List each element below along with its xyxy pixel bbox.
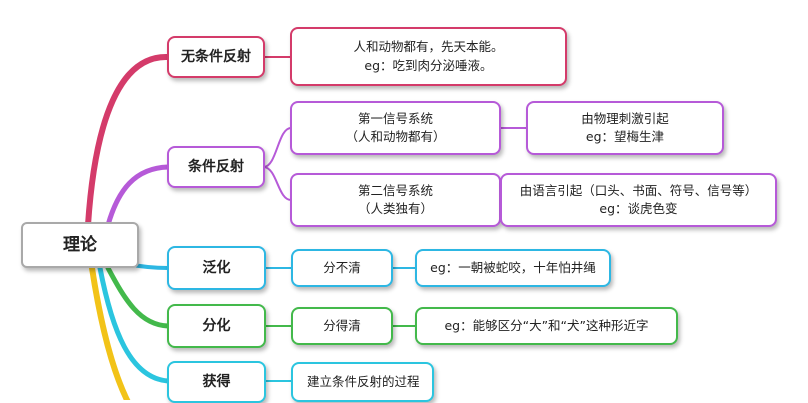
- detail-line: 由语言引起（口头、书面、符号、信号等）: [519, 182, 758, 198]
- link-root-conditioned: [105, 164, 171, 228]
- detail-line: eg：吃到肉分泌唾液。: [364, 57, 493, 73]
- link-root-offscreen: [89, 265, 131, 400]
- node-acquisition-sub[interactable]: 建立条件反射的过程: [291, 362, 434, 402]
- node-differentiation-sub[interactable]: 分得清: [291, 307, 393, 345]
- node-generalization-sub[interactable]: 分不清: [291, 249, 393, 287]
- root-node[interactable]: 理论: [21, 222, 139, 268]
- node-first-signal-detail[interactable]: 由物理刺激引起 eg：望梅生津: [526, 101, 724, 155]
- node-label: 条件反射: [188, 158, 244, 175]
- detail-line: 人和动物都有，先天本能。: [353, 39, 504, 55]
- link-root-differentiation: [105, 265, 171, 329]
- node-differentiation-detail[interactable]: eg：能够区分“大”和“犬”这种形近字: [415, 307, 678, 345]
- node-conditioned-reflex[interactable]: 条件反射: [167, 146, 265, 188]
- node-line: 建立条件反射的过程: [307, 373, 420, 389]
- node-line: （人类独有）: [357, 201, 433, 216]
- node-line: （人和动物都有）: [345, 129, 446, 144]
- link-root-acquisition: [97, 265, 171, 384]
- node-line: 分不清: [323, 259, 361, 275]
- node-second-signal-detail[interactable]: 由语言引起（口头、书面、符号、信号等） eg：谈虎色变: [500, 173, 777, 227]
- detail-line: eg：一朝被蛇咬，十年怕井绳: [430, 259, 596, 275]
- node-label: 无条件反射: [181, 48, 251, 65]
- link-conditioned-first: [263, 127, 292, 168]
- node-unconditioned-reflex[interactable]: 无条件反射: [167, 36, 265, 78]
- node-line: 分得清: [323, 317, 361, 333]
- detail-line: eg：能够区分“大”和“犬”这种形近字: [444, 317, 649, 333]
- node-label: 分化: [202, 317, 231, 334]
- node-label: 泛化: [202, 259, 231, 276]
- node-label: 获得: [202, 373, 231, 390]
- root-label: 理论: [63, 234, 97, 255]
- node-generalization[interactable]: 泛化: [167, 246, 266, 290]
- link-conditioned-second: [263, 166, 292, 201]
- detail-line: eg：谈虎色变: [599, 201, 678, 216]
- node-unconditioned-detail[interactable]: 人和动物都有，先天本能。 eg：吃到肉分泌唾液。: [290, 27, 567, 86]
- node-generalization-detail[interactable]: eg：一朝被蛇咬，十年怕井绳: [415, 249, 611, 287]
- node-second-signal-system[interactable]: 第二信号系统 （人类独有）: [290, 173, 501, 227]
- node-acquisition[interactable]: 获得: [167, 361, 266, 403]
- node-differentiation[interactable]: 分化: [167, 304, 266, 348]
- detail-line: 由物理刺激引起: [581, 110, 669, 126]
- node-first-signal-system[interactable]: 第一信号系统 （人和动物都有）: [290, 101, 501, 155]
- node-line: 第二信号系统: [357, 182, 433, 198]
- detail-line: eg：望梅生津: [585, 129, 665, 144]
- node-line: 第一信号系统: [357, 110, 433, 126]
- link-root-unconditioned: [85, 53, 171, 228]
